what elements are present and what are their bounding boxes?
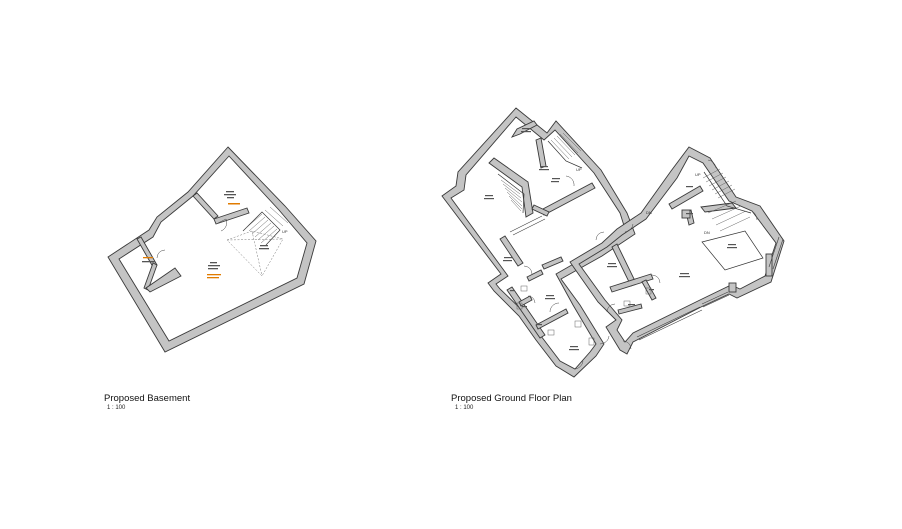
ground-wc-fitting (588, 337, 595, 346)
ground-left-wing-wall (441, 107, 636, 378)
ground-inner-wall (535, 308, 569, 330)
basement-inner-wall (143, 262, 158, 291)
ground-wc-fitting (547, 329, 555, 336)
ground-wc-fitting (574, 320, 582, 328)
ground-door (574, 360, 584, 370)
basement-room-labels (142, 191, 269, 279)
basement-inner-wall (145, 267, 182, 293)
ground-stair-tag: DN (646, 210, 652, 215)
ground-door (549, 302, 560, 313)
ground-door (651, 274, 661, 284)
ground-column (765, 253, 773, 277)
basement-plan-title: Proposed Basement (104, 393, 191, 404)
ground-wc-fitting (623, 300, 631, 307)
ground-glazing (509, 215, 784, 341)
ground-door (606, 303, 616, 313)
ground-inner-wall (526, 269, 544, 282)
ground-door (595, 231, 605, 241)
ground-inner-wall (518, 295, 533, 307)
ground-door (523, 265, 533, 275)
ground-inner-wall (531, 204, 550, 217)
ground-room-labels (484, 128, 737, 351)
ground-wc-fitting (520, 285, 528, 292)
ground-floor-plan: UP DN DN UP (441, 107, 785, 378)
ground-door (748, 209, 758, 221)
ground-stair-tag: DN (704, 230, 710, 235)
ground-inner-wall (668, 185, 704, 210)
basement-stair-tag: UP (282, 229, 288, 234)
ground-inner-wall (506, 286, 546, 339)
basement-void-outline (226, 230, 284, 277)
ground-stair-upper (547, 132, 583, 169)
ground-inner-wall (540, 182, 596, 216)
ground-floor-plan-scale: 1 : 100 (455, 405, 474, 411)
ground-door (622, 340, 632, 350)
ground-wc-fitting (645, 287, 652, 295)
basement-door (156, 249, 166, 259)
basement-inner-wall (192, 192, 219, 220)
ground-column (728, 282, 737, 293)
basement-inner-wall (213, 207, 250, 225)
ground-inner-wall (541, 256, 564, 270)
ground-floor-plan-title: Proposed Ground Floor Plan (451, 393, 572, 404)
ground-door (527, 295, 536, 304)
ground-stair-tag: UP (695, 172, 701, 177)
basement-door (217, 218, 227, 232)
ground-inner-wall (617, 303, 643, 315)
ground-inner-wall (609, 273, 654, 293)
ground-door (565, 175, 575, 187)
basement-plan-scale: 1 : 100 (107, 405, 126, 411)
ground-inner-wall (535, 137, 547, 169)
basement-outer-wall (107, 146, 317, 353)
ground-stair-tag: UP (576, 167, 582, 172)
ground-inner-room-outline (701, 230, 764, 271)
ground-door (707, 159, 717, 169)
basement-stair (242, 206, 289, 246)
ground-door (624, 223, 634, 233)
basement-plan: UP (107, 146, 317, 353)
ground-stair-left (497, 173, 525, 214)
ground-stair-right (702, 168, 752, 232)
basement-inner-wall (136, 236, 158, 268)
ground-inner-wall (499, 235, 524, 267)
ground-inner-wall (488, 157, 534, 218)
ground-right-wing-wall (569, 146, 785, 355)
ground-door (599, 335, 610, 345)
